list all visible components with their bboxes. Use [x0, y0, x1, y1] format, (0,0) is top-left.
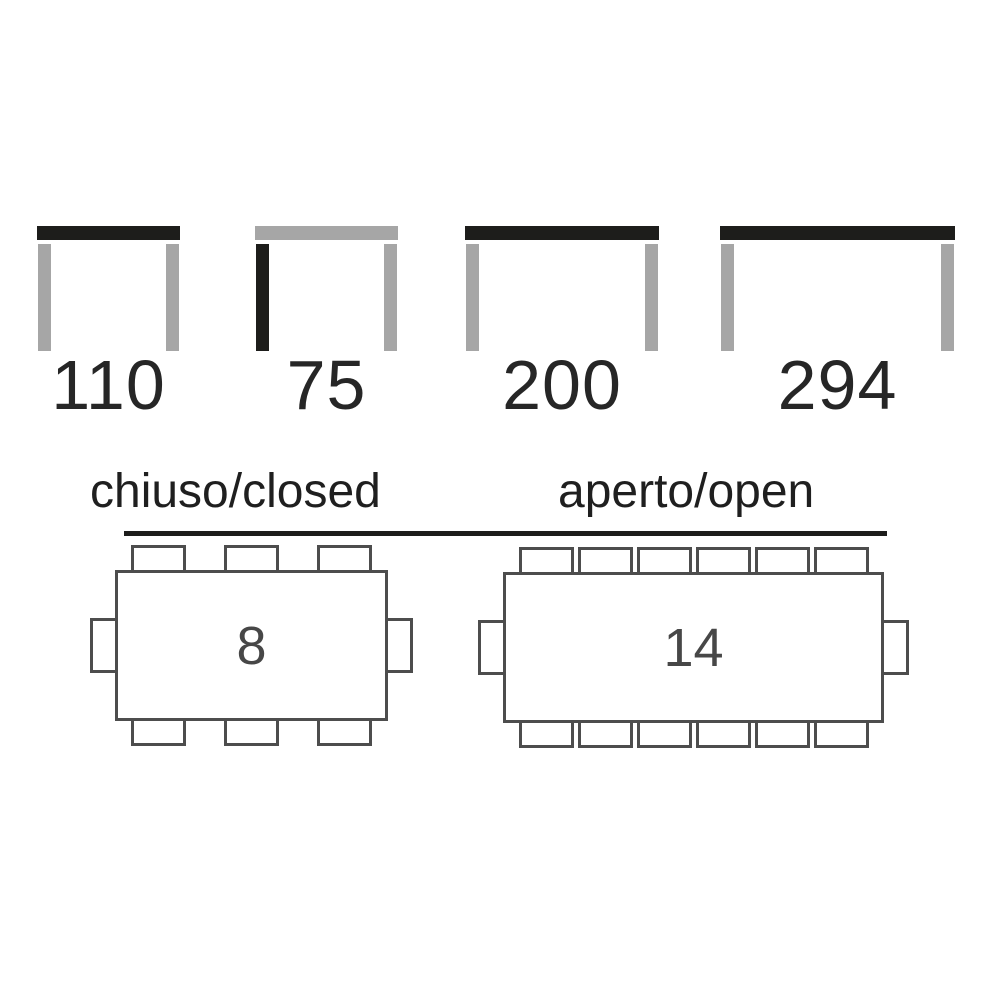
dimension-value: 110: [51, 346, 166, 424]
table-top-bar: [465, 226, 659, 240]
chair-icon: [636, 720, 692, 748]
table-top-bar: [720, 226, 955, 240]
open-section-label: aperto/open: [558, 465, 815, 518]
chairs-row-top: [115, 545, 388, 573]
dimension-icon-height: 75: [255, 226, 398, 426]
chair-icon: [518, 720, 574, 748]
chair-icon: [131, 545, 186, 573]
chair-icon: [754, 720, 810, 748]
chair-icon: [577, 547, 633, 575]
seat-capacity: 8: [236, 615, 267, 676]
chair-icon: [695, 547, 751, 575]
chair-icon: [695, 720, 751, 748]
chairs-side-left: [478, 572, 506, 723]
chair-icon: [636, 547, 692, 575]
table-top-view: 14: [503, 572, 884, 723]
dimension-icon-width-open: 294: [720, 226, 955, 426]
table-leg-left: [38, 244, 51, 351]
table-leg-right: [166, 244, 179, 351]
seating-diagram-open: 14: [478, 547, 909, 748]
table-top-view: 8: [115, 570, 388, 721]
chair-icon: [131, 718, 186, 746]
dimension-value: 200: [502, 346, 622, 424]
table-leg-right: [384, 244, 397, 351]
chair-icon: [577, 720, 633, 748]
chair-icon: [317, 545, 372, 573]
chair-icon: [385, 618, 413, 673]
table-leg-left: [466, 244, 479, 351]
chairs-side-left: [90, 570, 118, 721]
chairs-row-top: [503, 547, 884, 575]
chair-icon: [90, 618, 118, 673]
dimension-icon-width-closed: 110: [37, 226, 180, 426]
chair-icon: [518, 547, 574, 575]
table-leg-left: [256, 244, 269, 351]
chairs-row-bottom: [503, 720, 884, 748]
chair-icon: [224, 718, 279, 746]
chair-icon: [224, 545, 279, 573]
seat-capacity: 14: [663, 617, 724, 678]
divider-line: [124, 531, 887, 536]
dimension-icon-depth: 200: [465, 226, 659, 426]
chair-icon: [317, 718, 372, 746]
table-leg-left: [721, 244, 734, 351]
dimension-value: 75: [286, 346, 367, 424]
dimension-value: 294: [777, 346, 898, 424]
chair-icon: [813, 720, 869, 748]
table-leg-right: [941, 244, 954, 351]
table-top-bar: [37, 226, 180, 240]
table-top-bar: [255, 226, 398, 240]
table-leg-right: [645, 244, 658, 351]
chair-icon: [881, 620, 909, 675]
chairs-side-right: [385, 570, 413, 721]
chairs-row-bottom: [115, 718, 388, 746]
chairs-side-right: [881, 572, 909, 723]
closed-section-label: chiuso/closed: [90, 465, 381, 518]
chair-icon: [754, 547, 810, 575]
seating-diagram-closed: 8: [90, 545, 413, 746]
chair-icon: [478, 620, 506, 675]
chair-icon: [813, 547, 869, 575]
